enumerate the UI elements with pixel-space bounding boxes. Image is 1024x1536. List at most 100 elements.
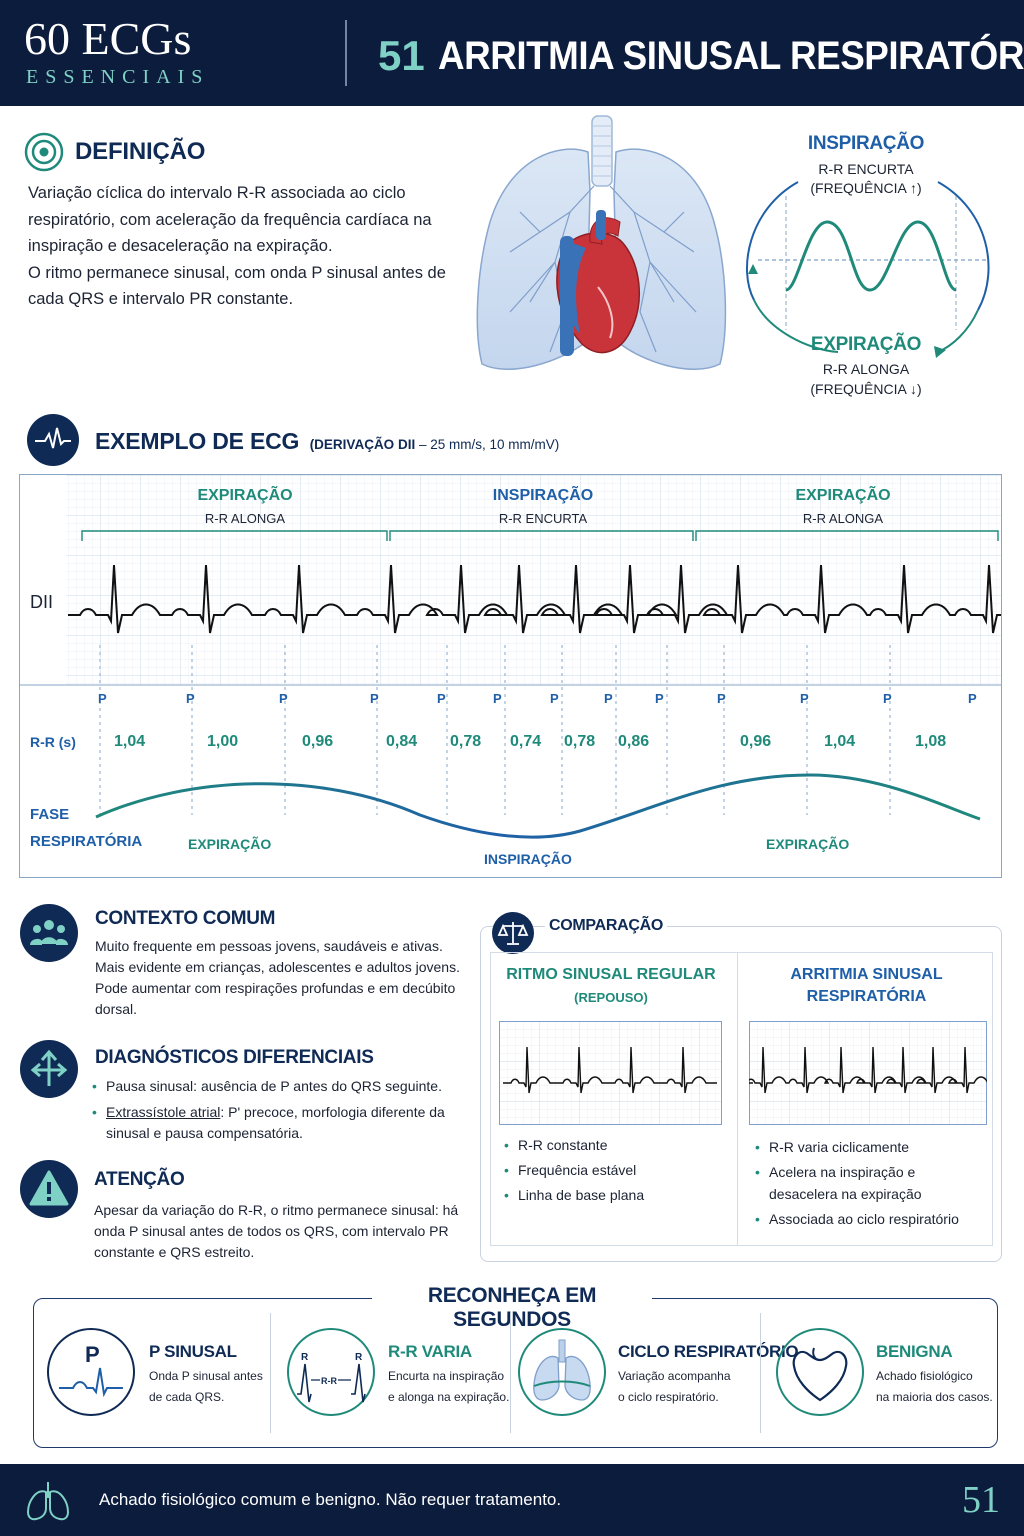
comparison-heading: COMPARAÇÃO: [545, 917, 668, 935]
ecg-phase1-sub: R-R ALONGA: [204, 511, 286, 526]
chapter-number: 51: [378, 32, 425, 79]
attention-heading: ATENÇÃO: [94, 1169, 185, 1190]
recognize-item2-line2: e alonga na expiração.: [388, 1390, 510, 1404]
ecg-phase2-sub: R-R ENCURTA: [498, 511, 588, 526]
heart-outline-icon: [776, 1328, 864, 1416]
people-icon: [20, 904, 78, 962]
comparison-divider: [737, 952, 738, 1246]
comparison-right-item: Associada ao ciclo respiratório: [755, 1208, 987, 1230]
comparison-left-sub: (REPOUSO): [574, 990, 648, 1005]
p-wave-label: P: [98, 691, 107, 706]
page-footer: Achado fisiológico comum e benigno. Não …: [0, 1464, 1024, 1536]
recognize-item2-line1: Encurta na inspiração: [388, 1369, 505, 1383]
recognize-item3-line2: o ciclo respiratório.: [618, 1390, 719, 1404]
wave-expiration-label-1: EXPIRAÇÃO: [188, 836, 272, 852]
recognize-item2-title: R-R VARIA: [388, 1342, 472, 1361]
rr-value: 1,00: [207, 733, 239, 750]
rr-value: 0,84: [386, 733, 418, 750]
rr-value: 1,04: [114, 733, 146, 750]
rr-value: 1,08: [915, 733, 947, 750]
p-wave-label: P: [279, 691, 288, 706]
definition-paragraph-2: O ritmo permanece sinusal, com onda P si…: [28, 263, 446, 309]
ecg-heading: EXEMPLO DE ECG (DERIVAÇÃO DII – 25 mm/s,…: [95, 428, 559, 455]
comparison-left-item: Linha de base plana: [504, 1186, 729, 1205]
page-header: 60 ECGs ESSENCIAIS 51 ARRITMIA SINUSAL R…: [0, 0, 1024, 106]
header-divider: [345, 20, 347, 86]
ecg-example-panel: [19, 474, 1002, 878]
rr-interval-icon: R R R-R: [287, 1328, 375, 1416]
regular-rhythm-ecg: [499, 1021, 722, 1125]
svg-text:P: P: [85, 1342, 100, 1367]
p-wave-label: P: [550, 691, 559, 706]
diverging-arrows-icon: [20, 1040, 78, 1098]
respiratory-arrhythmia-ecg: [749, 1021, 987, 1125]
ecg-phase3-title: EXPIRAÇÃO: [795, 487, 891, 504]
wave-inspiration-label: INSPIRAÇÃO: [484, 851, 572, 867]
chapter-title: ARRITMIA SINUSAL RESPIRATÓRIA: [438, 34, 1024, 78]
definition-paragraph-1: Variação cíclica do intervalo R-R associ…: [28, 184, 432, 255]
definition-heading: DEFINIÇÃO: [75, 138, 206, 165]
arrow-down-icon: [934, 346, 946, 358]
cycle-inspiration-line2: (FREQUÊNCIA ↑): [810, 180, 922, 196]
p-wave-label: P: [604, 691, 613, 706]
p-wave-label: P: [437, 691, 446, 706]
comparison-right-title-2: RESPIRATÓRIA: [806, 988, 927, 1005]
cycle-expiration-title: EXPIRAÇÃO: [810, 334, 922, 355]
p-wave-label: P: [968, 691, 977, 706]
p-wave-label: P: [493, 691, 502, 706]
comparison-inner-frame: [490, 952, 993, 1246]
comparison-right-item: Acelera na inspiração e desacelera na ex…: [755, 1161, 959, 1205]
comparison-right-list: R-R varia ciclicamente Acelera na inspir…: [755, 1136, 987, 1230]
differentials-list: Pausa sinusal: ausência de P antes do QR…: [92, 1076, 464, 1144]
rr-value: 0,78: [450, 733, 482, 750]
p-wave-label: P: [800, 691, 809, 706]
p-wave-label: P: [717, 691, 726, 706]
cycle-expiration-line2: (FREQUÊNCIA ↓): [810, 381, 922, 397]
cycle-inspiration-title: INSPIRAÇÃO: [807, 133, 925, 154]
recognize-item1-title: P SINUSAL: [149, 1342, 237, 1361]
comparison-left-item: Frequência estável: [504, 1161, 729, 1180]
phase-axis-label-2: RESPIRATÓRIA: [30, 833, 143, 850]
phase-axis-label-1: FASE: [30, 806, 70, 823]
p-wave-label: P: [883, 691, 892, 706]
lungs-outline-icon: [26, 1482, 70, 1521]
ecg-heading-title: EXEMPLO DE ECG: [95, 428, 300, 454]
recognize-item4-line1: Achado fisiológico: [876, 1369, 973, 1383]
comparison-left-item: R-R constante: [504, 1136, 729, 1155]
definition-text: Variação cíclica do intervalo R-R associ…: [28, 180, 458, 313]
ecg-phase1-title: EXPIRAÇÃO: [197, 487, 293, 504]
ecg-strip-chart: [20, 475, 1001, 839]
rr-axis-label: R-R (s): [30, 734, 76, 750]
rr-value: 0,96: [302, 733, 334, 750]
respiratory-phase-wave: [95, 773, 981, 839]
rr-value: 0,74: [510, 733, 542, 750]
recognize-divider: [760, 1313, 761, 1433]
differential-item-2: Extrassístole atrial: P' precoce, morfol…: [92, 1102, 464, 1144]
recognize-item3-title: CICLO RESPIRATÓRIO: [618, 1342, 799, 1361]
ecg-icon: [27, 414, 79, 466]
p-wave-icon: P: [47, 1328, 135, 1416]
respiratory-cycle-diagram: [746, 181, 990, 358]
comparison-left-list: R-R constante Frequência estável Linha d…: [504, 1136, 729, 1205]
recognize-item3-line1: Variação acompanha: [618, 1369, 731, 1383]
ecg-phase2-title: INSPIRAÇÃO: [492, 487, 594, 504]
recognize-item1-line1: Onda P sinusal antes: [149, 1369, 263, 1383]
cycle-inspiration-line1: R-R ENCURTA: [818, 161, 914, 177]
context-heading: CONTEXTO COMUM: [95, 908, 276, 929]
footer-text: Achado fisiológico comum e benigno. Não …: [99, 1490, 562, 1509]
differential-item-1: Pausa sinusal: ausência de P antes do QR…: [92, 1076, 464, 1097]
ecg-heading-lead: (DERIVAÇÃO DII: [309, 437, 416, 452]
recognize-heading: RECONHEÇA EM SEGUNDOS: [372, 1284, 652, 1332]
wave-expiration-label-2: EXPIRAÇÃO: [766, 836, 850, 852]
attention-text: Apesar da variação do R-R, o ritmo perma…: [94, 1202, 459, 1260]
comparison-left-title: RITMO SINUSAL REGULAR: [506, 966, 716, 983]
ecg-lead-label: DII: [30, 592, 54, 612]
recognize-item1-line2: de cada QRS.: [149, 1390, 225, 1404]
svg-text:R: R: [301, 1352, 309, 1363]
brand-subtitle: ESSENCIAIS: [26, 66, 210, 88]
rr-value: 1,04: [824, 733, 856, 750]
differentials-heading: DIAGNÓSTICOS DIFERENCIAIS: [95, 1047, 374, 1068]
target-icon: [24, 132, 64, 172]
balance-scale-icon: [492, 912, 534, 954]
rr-value: 0,78: [564, 733, 596, 750]
